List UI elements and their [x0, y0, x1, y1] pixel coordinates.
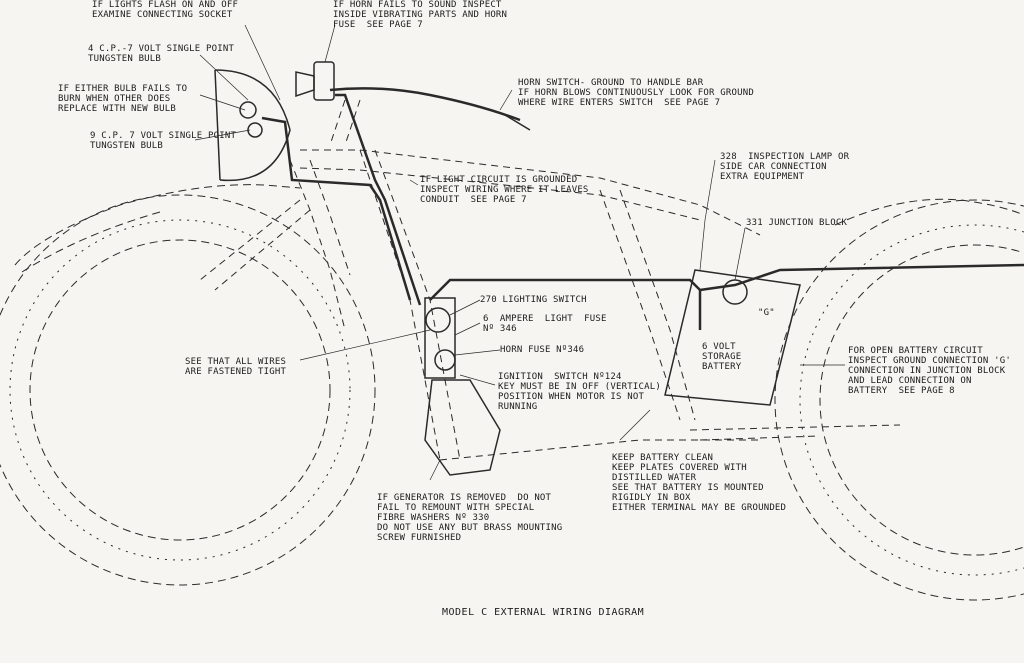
label-ignition-switch: IGNITION SWITCH Nº124 KEY MUST BE IN OFF… [498, 372, 661, 412]
handlebar [329, 87, 521, 122]
label-horn-fails: IF HORN FAILS TO SOUND INSPECT INSIDE VI… [333, 0, 508, 30]
label-bulb-4cp: 4 C.P.-7 VOLT SINGLE POINT TUNGSTEN BULB [88, 44, 235, 64]
front-wheel [0, 194, 376, 586]
label-bulb-fails: IF EITHER BULB FAILS TO BURN WHEN OTHER … [58, 84, 188, 114]
label-junction-block: 331 JUNCTION BLOCK [746, 218, 848, 228]
battery [664, 269, 801, 406]
label-generator: IF GENERATOR IS REMOVED DO NOT FAIL TO R… [377, 493, 563, 543]
diagram-title: MODEL C EXTERNAL WIRING DIAGRAM [442, 607, 645, 618]
label-horn-switch: HORN SWITCH- GROUND TO HANDLE BAR IF HOR… [518, 78, 754, 108]
label-inspection-lamp: 328 INSPECTION LAMP OR SIDE CAR CONNECTI… [720, 152, 850, 182]
wiring-harness [261, 93, 1024, 330]
frame [199, 99, 901, 461]
label-wires-fastened: SEE THAT ALL WIRES ARE FASTENED TIGHT [185, 357, 287, 377]
label-ground-g: "G" [758, 308, 775, 318]
label-lighting-switch: 270 LIGHTING SWITCH [480, 295, 587, 305]
label-battery-clean: KEEP BATTERY CLEAN KEEP PLATES COVERED W… [612, 453, 787, 513]
junction-block [722, 279, 748, 305]
label-bulb-9cp: 9 C.P. 7 VOLT SINGLE POINT TUNGSTEN BULB [90, 131, 237, 151]
label-open-battery: FOR OPEN BATTERY CIRCUIT INSPECT GROUND … [848, 346, 1011, 396]
label-light-fuse: 6 AMPERE LIGHT FUSE Nº 346 [483, 314, 607, 334]
label-light-grounded: IF LIGHT CIRCUIT IS GROUNDED INSPECT WIR… [420, 175, 589, 205]
front-fender [14, 184, 301, 266]
headlamp [214, 69, 291, 182]
label-lights-flash: IF LIGHTS FLASH ON AND OFF EXAMINE CONNE… [92, 0, 239, 20]
label-storage-battery: 6 VOLT STORAGE BATTERY [702, 342, 742, 372]
leader-lines [194, 24, 845, 481]
switch-assembly [424, 297, 501, 476]
label-horn-fuse: HORN FUSE Nº346 [500, 345, 585, 355]
horn [295, 61, 335, 101]
rear-fender [834, 198, 1024, 226]
rear-wheel [774, 199, 1024, 601]
